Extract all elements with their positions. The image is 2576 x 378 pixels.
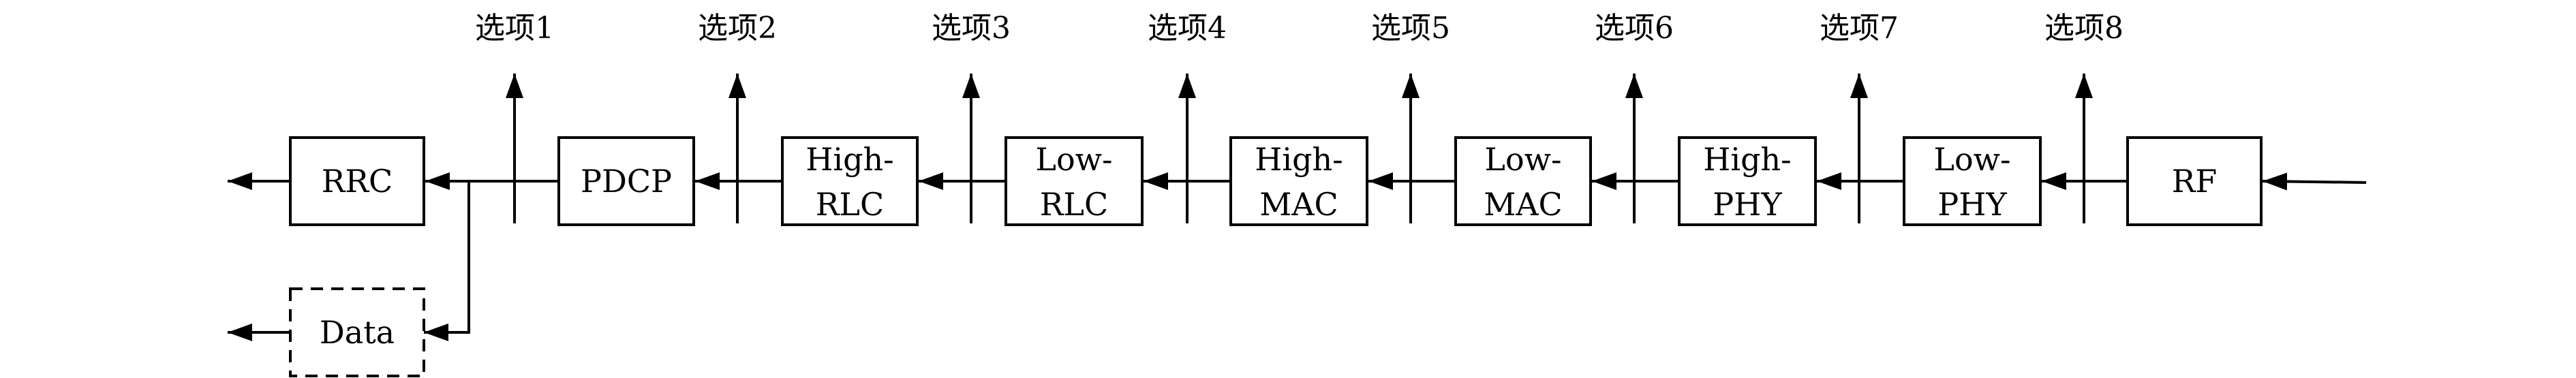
option-lines xyxy=(506,74,2093,223)
data-label: Data xyxy=(320,314,395,351)
arrow-branch-to-data xyxy=(424,181,470,341)
high-phy-label-line1: High- xyxy=(1703,141,1791,178)
arrow-input-to-rf xyxy=(2262,172,2367,191)
option-label-5: 选项5 xyxy=(1371,11,1450,46)
option-label-4: 选项4 xyxy=(1148,11,1227,46)
low-phy-box xyxy=(1903,136,2042,226)
low-mac-label-line1: Low- xyxy=(1484,141,1561,178)
rrc-box xyxy=(289,136,425,226)
option-label-1: 选项1 xyxy=(475,11,554,46)
data-box xyxy=(289,287,425,377)
pdcp-box xyxy=(557,136,695,226)
flow-arrows xyxy=(228,172,2367,341)
high-mac-label-line1: High- xyxy=(1255,141,1343,178)
low-rlc-label-line2: RLC xyxy=(1040,186,1108,223)
option-label-7: 选项7 xyxy=(1820,11,1899,46)
high-phy-box xyxy=(1678,136,1817,226)
high-phy-label-line2: PHY xyxy=(1713,186,1782,223)
high-mac-box xyxy=(1229,136,1368,226)
high-rlc-box xyxy=(781,136,919,226)
option-label-2: 选项2 xyxy=(698,11,777,46)
rf-box xyxy=(2126,136,2263,226)
box-labels: RRC Data PDCP High- RLC Low- RLC High- M… xyxy=(320,141,2217,351)
rf-label: RF xyxy=(2172,163,2218,200)
high-rlc-label-line2: RLC xyxy=(816,186,884,223)
low-mac-box xyxy=(1454,136,1592,226)
option-label-6: 选项6 xyxy=(1595,11,1674,46)
option-label-3: 选项3 xyxy=(932,11,1011,46)
option-labels: 选项1 选项2 选项3 选项4 选项5 选项6 选项7 选项8 xyxy=(475,11,2123,46)
low-phy-label-line1: Low- xyxy=(1933,141,2010,178)
low-rlc-box xyxy=(1005,136,1144,226)
pdcp-label: PDCP xyxy=(581,163,672,200)
low-mac-label-line2: MAC xyxy=(1484,186,1563,223)
option-label-8: 选项8 xyxy=(2044,11,2123,46)
protocol-boxes xyxy=(289,136,2263,377)
low-rlc-label-line1: Low- xyxy=(1035,141,1112,178)
high-mac-label-line2: MAC xyxy=(1259,186,1338,223)
rrc-label: RRC xyxy=(322,163,393,200)
low-phy-label-line2: PHY xyxy=(1937,186,2007,223)
high-rlc-label-line1: High- xyxy=(806,141,893,178)
